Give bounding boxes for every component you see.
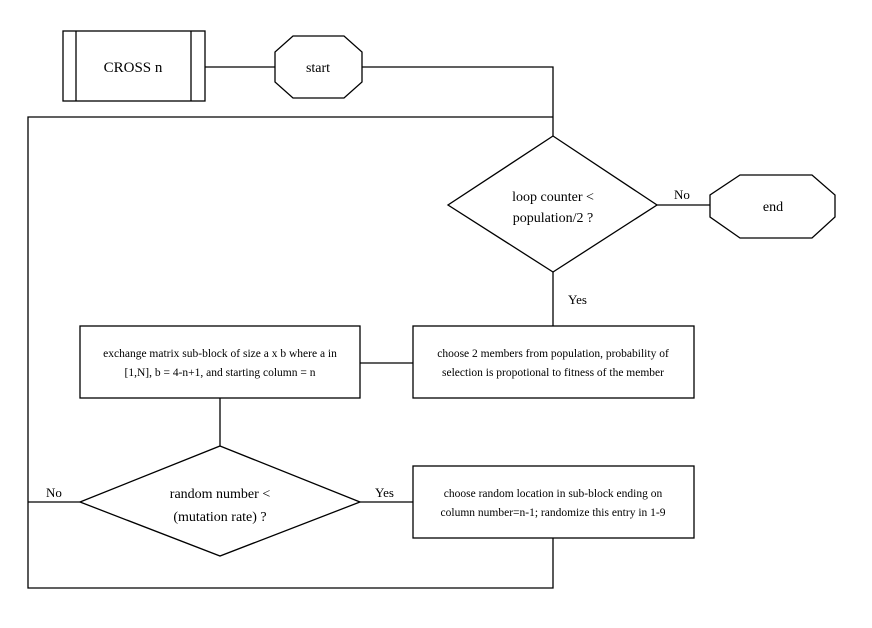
end-label: end	[763, 200, 783, 215]
start-terminator: start	[274, 35, 363, 99]
edge-start-down	[362, 66, 554, 136]
loop-decision: loop counter < population/2 ?	[446, 135, 659, 273]
edge-loopback	[27, 116, 554, 589]
choose-members-line2: selection is propotional to fitness of t…	[442, 367, 664, 379]
mutation-decision: random number < (mutation rate) ?	[78, 445, 362, 557]
subroutine-label: CROSS n	[104, 60, 163, 76]
start-label: start	[306, 61, 330, 76]
edge-label-mutation-yes: Yes	[375, 485, 394, 500]
randomize-line2: column number=n-1; randomize this entry …	[441, 507, 666, 519]
loop-decision-line1: loop counter <	[512, 190, 594, 205]
subroutine-box: CROSS n	[62, 30, 206, 102]
choose-members-line1: choose 2 members from population, probab…	[437, 348, 669, 360]
exchange-line2: [1,N], b = 4-n+1, and starting column = …	[125, 367, 316, 379]
connectors	[27, 66, 710, 589]
choose-members-box: choose 2 members from population, probab…	[412, 325, 695, 399]
randomize-box: choose random location in sub-block endi…	[412, 465, 695, 539]
mutation-decision-line2: (mutation rate) ?	[173, 510, 266, 525]
edge-label-loop-no: No	[674, 187, 690, 202]
mutation-decision-line1: random number <	[170, 487, 271, 502]
loop-decision-line2: population/2 ?	[513, 211, 594, 226]
randomize-line1: choose random location in sub-block endi…	[444, 488, 663, 500]
exchange-line1: exchange matrix sub-block of size a x b …	[103, 348, 337, 360]
edge-label-mutation-no: No	[46, 485, 62, 500]
edge-label-loop-yes: Yes	[568, 292, 587, 307]
exchange-box: exchange matrix sub-block of size a x b …	[79, 325, 361, 399]
end-terminator: end	[709, 174, 836, 239]
